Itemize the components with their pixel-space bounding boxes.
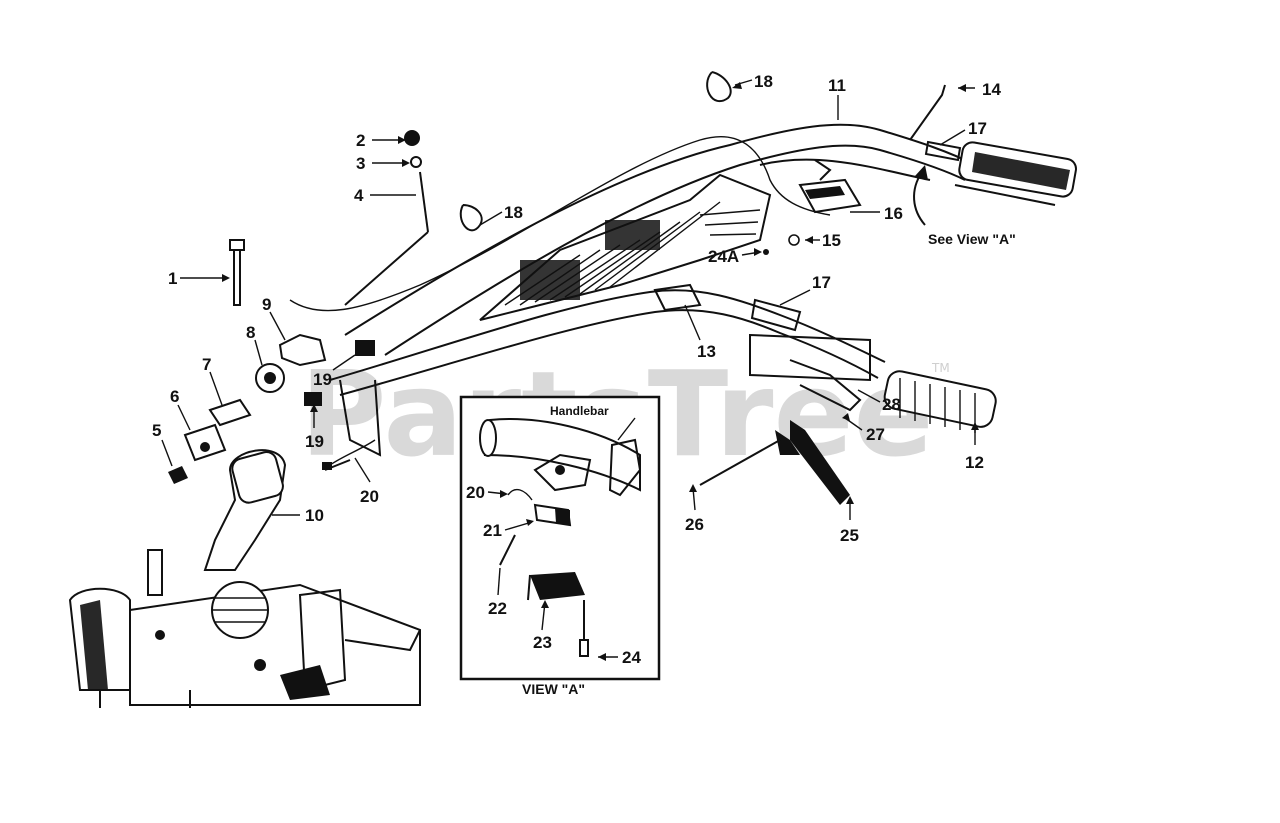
callout-2: 2 [356,131,365,150]
callout-labels: 1 2 3 4 5 6 7 8 9 10 11 12 13 14 15 16 1… [152,72,1016,697]
callout-24: 24 [622,648,641,667]
leader-lines [161,79,979,661]
brace-shadow-2 [605,220,660,250]
inset-handlebar-label: Handlebar [550,404,609,418]
inset-title: VIEW "A" [522,681,585,697]
upper-hand-grip [958,141,1077,198]
callout-16: 16 [884,204,903,223]
watermark-trademark: TM [931,361,950,375]
callout-12: 12 [965,453,984,472]
callout-5: 5 [152,421,161,440]
callout-15: 15 [822,231,841,250]
handlebar-bracket [653,283,702,312]
callout-25: 25 [840,526,859,545]
callout-3: 3 [356,154,365,173]
callout-20-inset: 20 [466,483,485,502]
cable-20 [329,439,376,466]
handlebar-assembly [289,123,1056,471]
callout-9: 9 [262,295,271,314]
lower-hand-grip [883,370,997,433]
callout-7: 7 [202,355,211,374]
callout-27: 27 [866,425,885,444]
clutch-bracket [798,159,862,214]
callout-19-upper: 19 [313,370,332,389]
callout-18-upper: 18 [754,72,773,91]
lever-assembly [699,333,871,505]
callout-19-lower: 19 [305,432,324,451]
callout-8: 8 [246,323,255,342]
decal-lower [750,298,802,332]
callout-11: 11 [828,76,846,95]
inset-view-a [459,395,661,681]
callout-20-main: 20 [360,487,379,506]
decal-upper [924,140,962,162]
brace-shadow [520,260,580,300]
callout-6: 6 [170,387,179,406]
callout-24a: 24A [708,247,739,266]
left-parts [168,71,732,571]
callout-28: 28 [882,395,901,414]
callout-23: 23 [533,633,552,652]
callout-13: 13 [697,342,716,361]
callout-22: 22 [488,599,507,618]
callout-26: 26 [685,515,704,534]
callout-1: 1 [168,269,177,288]
engine-housing [68,549,421,708]
callout-18-left: 18 [504,203,523,222]
callout-4: 4 [354,186,364,205]
see-view-note: See View "A" [928,231,1016,247]
callout-10: 10 [305,506,324,525]
callout-14: 14 [982,80,1001,99]
callout-21: 21 [483,521,502,540]
callout-17-lower: 17 [812,273,831,292]
cable-20-end [322,462,332,470]
callout-17-upper: 17 [968,119,987,138]
